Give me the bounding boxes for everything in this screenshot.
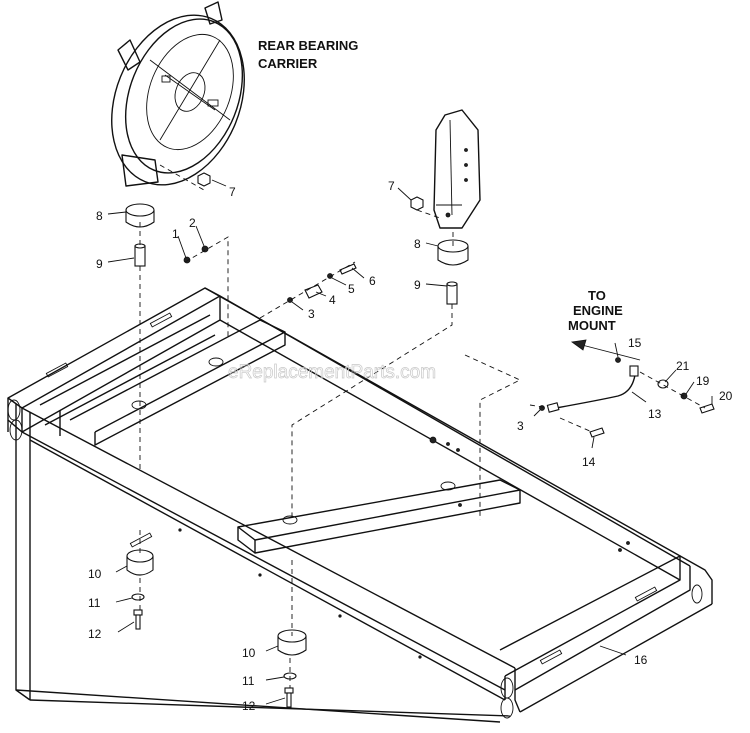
- callout-11-left: 11: [88, 596, 101, 610]
- rear-bearing-carrier-label-line2: CARRIER: [258, 56, 318, 71]
- spacer-9-left: [134, 243, 146, 267]
- callout-numbers: 7 8 9 1 2 7 8 9 3 4 5 6 15 21 19 20 13 3…: [88, 179, 733, 713]
- callout-10-left: 10: [88, 567, 102, 581]
- rear-bearing-carrier-label-line1: REAR BEARING: [258, 38, 358, 53]
- callout-9-right: 9: [414, 278, 421, 292]
- callout-19: 19: [696, 374, 710, 388]
- ground-strap-13: [555, 374, 636, 409]
- callout-21: 21: [676, 359, 690, 373]
- callout-3-right: 3: [517, 419, 524, 433]
- callout-8-left: 8: [96, 209, 103, 223]
- callout-3-left: 3: [308, 307, 315, 321]
- engine-mount-label-line1: TO: [588, 288, 606, 303]
- spacer-9-right: [446, 281, 458, 305]
- assembly-lines: [139, 164, 706, 688]
- bolt-14: [589, 427, 605, 438]
- leader-lines: [107, 179, 713, 705]
- engine-mount-label-line3: MOUNT: [568, 318, 616, 333]
- washer-5: [327, 273, 333, 279]
- rear-bearing-carrier: [111, 1, 245, 187]
- callout-9-left: 9: [96, 257, 103, 271]
- screw-6: [339, 263, 357, 275]
- callout-13: 13: [648, 407, 662, 421]
- bracket-4: [304, 284, 323, 299]
- washer-3-right: [539, 405, 545, 411]
- base-frame: [7, 287, 713, 723]
- nut-2: [201, 245, 209, 253]
- washer-11-left: [131, 593, 145, 601]
- bolt-20: [699, 403, 715, 414]
- hardware-parts: [125, 172, 715, 708]
- bolt-12-right: [284, 687, 294, 708]
- engine-mount-bracket: [433, 109, 481, 229]
- callout-8-right: 8: [414, 237, 421, 251]
- callout-20: 20: [719, 389, 733, 403]
- callout-2: 2: [189, 216, 196, 230]
- callout-6: 6: [369, 274, 376, 288]
- engine-mount-label-line2: ENGINE: [573, 303, 623, 318]
- callout-12-left: 12: [88, 627, 102, 641]
- washer-3: [287, 297, 293, 303]
- nut-7-left: [197, 172, 211, 187]
- callout-14: 14: [582, 455, 596, 469]
- arrow-engine-mount: [570, 339, 587, 351]
- callout-5: 5: [348, 282, 355, 296]
- callout-1: 1: [172, 227, 179, 241]
- callout-10-right: 10: [242, 646, 256, 660]
- isolator-10-left: [126, 549, 154, 576]
- watermark: eReplacementParts.com: [228, 362, 436, 383]
- callout-11-right: 11: [242, 674, 255, 688]
- callout-15: 15: [628, 336, 642, 350]
- callout-7-left: 7: [229, 185, 236, 199]
- callout-7-right: 7: [388, 179, 395, 193]
- nut-19: [680, 392, 688, 400]
- bolt-12-left: [133, 609, 143, 630]
- washer-15: [615, 357, 621, 363]
- nut-7-right: [410, 196, 424, 211]
- callout-16: 16: [634, 653, 648, 667]
- isolator-8-left: [125, 203, 155, 228]
- callout-12-right: 12: [242, 699, 256, 713]
- callout-4: 4: [329, 293, 336, 307]
